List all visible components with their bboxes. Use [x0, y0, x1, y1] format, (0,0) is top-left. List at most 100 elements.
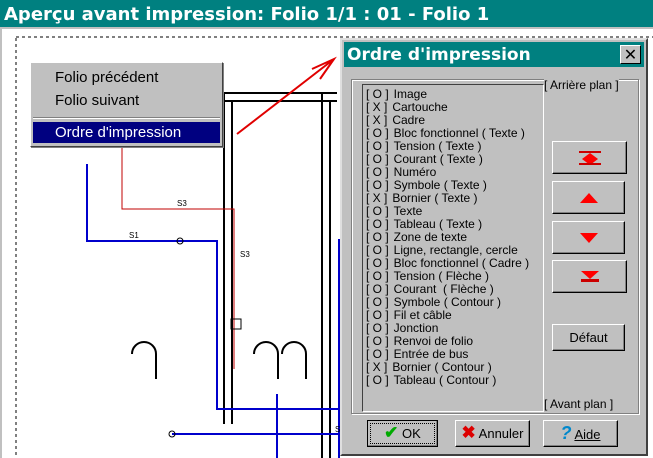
layer-list-item[interactable]: [ O ] Bloc fonctionnel ( Cadre )	[366, 257, 529, 270]
layer-label: Image	[393, 87, 428, 101]
layer-visibility-mark: [ O ]	[366, 282, 389, 296]
layer-visibility-mark: [ O ]	[366, 139, 389, 153]
layer-visibility-mark: [ X ]	[366, 100, 388, 114]
check-icon: ✔	[384, 423, 399, 442]
layer-label: Ligne, rectangle, cercle	[393, 243, 518, 257]
foreground-label: [ Avant plan ]	[544, 397, 614, 411]
layer-label: Symbole ( Texte )	[393, 178, 487, 192]
layer-visibility-mark: [ O ]	[366, 347, 389, 361]
layer-list-item[interactable]: [ O ]Numéro	[366, 166, 436, 179]
layer-label: Courant ( Texte )	[393, 152, 483, 166]
wire-label: S3	[240, 250, 250, 259]
default-label: Défaut	[569, 330, 608, 345]
layer-visibility-mark: [ O ]	[366, 334, 389, 348]
layer-list-item[interactable]: [ O ] Texte	[366, 205, 422, 218]
layer-label: Renvoi de folio	[393, 334, 474, 348]
background-label: [ Arrière plan ]	[544, 78, 619, 92]
layer-list-item[interactable]: [ O ] Fil et câble	[366, 309, 452, 322]
close-button[interactable]: ✕	[620, 45, 641, 64]
arrow-up-icon	[579, 193, 598, 203]
layer-visibility-mark: [ X ]	[366, 360, 388, 374]
layer-list-item[interactable]: [ O ] Courant ( Texte )	[366, 153, 483, 166]
layer-visibility-mark: [ O ]	[366, 256, 389, 270]
layer-visibility-mark: [ O ]	[366, 243, 389, 257]
layer-label: Tension ( Texte )	[393, 139, 482, 153]
layer-list-item[interactable]: [ O ] Zone de texte	[366, 231, 467, 244]
window-title-bar: Aperçu avant impression: Folio 1/1 : 01 …	[0, 0, 653, 29]
layer-list-item[interactable]: [ O ] Tension ( Flèche )	[366, 270, 489, 283]
menu-item-next-folio[interactable]: Folio suivant	[55, 92, 140, 109]
layer-list-item[interactable]: [ O ] Tension ( Texte )	[366, 140, 482, 153]
layer-label: Symbole ( Contour )	[393, 295, 502, 309]
help-button[interactable]: ? Aide	[543, 420, 618, 447]
menu-item-previous-folio[interactable]: Folio précédent	[55, 69, 159, 86]
layer-list-item[interactable]: [ O ]Tableau ( Contour )	[366, 374, 496, 387]
layer-label: Cartouche	[392, 100, 448, 114]
layer-visibility-mark: [ O ]	[366, 178, 389, 192]
layer-label: Entrée de bus	[393, 347, 469, 361]
layer-visibility-mark: [ X ]	[366, 191, 388, 205]
window-title: Aperçu avant impression: Folio 1/1 : 01 …	[4, 4, 490, 25]
move-bottom-icon	[580, 271, 599, 282]
layer-list-item[interactable]: [ X ] Cadre	[366, 114, 425, 127]
layer-label: Fil et câble	[393, 308, 452, 322]
layer-list-item[interactable]: [ O ] Symbole ( Texte )	[366, 179, 487, 192]
arrow-down-icon	[579, 233, 598, 243]
ok-button[interactable]: ✔ OK	[367, 420, 438, 447]
help-question-icon: ?	[560, 423, 572, 443]
layer-label: Jonction	[393, 321, 439, 335]
layer-label: Bornier ( Contour )	[392, 360, 492, 374]
menu-item-print-order[interactable]: Ordre d'impression	[33, 122, 220, 143]
layer-list-item[interactable]: [ O ] Image	[366, 88, 427, 101]
print-order-dialog: Ordre d'impression ✕ [ Arrière plan ] [ …	[340, 38, 648, 456]
move-to-bottom-button[interactable]	[552, 260, 627, 293]
layer-visibility-mark: [ O ]	[366, 126, 389, 140]
layer-list-item[interactable]: [ O ] Renvoi de folio	[366, 335, 473, 348]
layer-list-item[interactable]: [ O ] Ligne, rectangle, cercle	[366, 244, 518, 257]
layer-visibility-mark: [ X ]	[366, 113, 388, 127]
layer-visibility-mark: [ O ]	[366, 269, 389, 283]
layer-label: Bloc fonctionnel ( Texte )	[393, 126, 525, 140]
layer-label: Tension ( Flèche )	[393, 269, 490, 283]
layer-list-item[interactable]: [ O ] Jonction	[366, 322, 438, 335]
layer-visibility-mark: [ O ]	[366, 152, 389, 166]
page-border	[15, 36, 653, 458]
layer-label: Texte	[393, 204, 423, 218]
layer-list-item[interactable]: [ O ] Entrée de bus	[366, 348, 468, 361]
context-menu: Folio précédent Folio suivant Ordre d'im…	[30, 62, 223, 147]
layer-list-item[interactable]: [ O ] Courant ( Flèche )	[366, 283, 494, 296]
layer-list-item[interactable]: [ X ] Bornier ( Texte )	[366, 192, 478, 205]
wire-label: S3	[177, 199, 187, 208]
layer-list-item[interactable]: [ X ] Cartouche	[366, 101, 448, 114]
move-to-top-button[interactable]	[552, 141, 627, 174]
default-button[interactable]: Défaut	[552, 324, 625, 351]
layer-list-item[interactable]: [ O ] Bloc fonctionnel ( Texte )	[366, 127, 525, 140]
layer-label: Bloc fonctionnel ( Cadre )	[393, 256, 530, 270]
layer-label: Tableau ( Texte )	[393, 217, 483, 231]
layer-label: Cadre	[392, 113, 426, 127]
dialog-title-bar: Ordre d'impression ✕	[344, 42, 644, 67]
layer-visibility-mark: [ O ]	[366, 230, 389, 244]
move-up-button[interactable]	[552, 181, 625, 214]
layer-visibility-mark: [ O ]	[366, 373, 389, 387]
layer-label: Zone de texte	[393, 230, 468, 244]
ok-label: OK	[402, 426, 421, 441]
close-icon: ✕	[623, 45, 638, 64]
layer-visibility-mark: [ O ]	[366, 87, 389, 101]
layer-label: Numéro	[393, 165, 437, 179]
layer-list-item[interactable]: [ O ]Tableau ( Texte )	[366, 218, 482, 231]
cancel-button[interactable]: ✖ Annuler	[455, 420, 530, 447]
layer-list-item[interactable]: [ O ] Symbole ( Contour )	[366, 296, 501, 309]
layer-list-item[interactable]: [ X ] Bornier ( Contour )	[366, 361, 492, 374]
layer-label: Bornier ( Texte )	[392, 191, 478, 205]
move-down-button[interactable]	[552, 221, 625, 254]
layer-list[interactable]: [ O ]Image[ X ]Cartouche[ X ]Cadre[ O ]B…	[362, 84, 544, 412]
layer-visibility-mark: [ O ]	[366, 321, 389, 335]
layer-visibility-mark: [ O ]	[366, 295, 389, 309]
layer-label: Courant ( Flèche )	[393, 282, 494, 296]
wire-label: S	[335, 425, 340, 434]
help-label: Aide	[574, 427, 601, 442]
layer-visibility-mark: [ O ]	[366, 204, 389, 218]
move-top-icon	[578, 151, 601, 165]
layer-visibility-mark: [ O ]	[366, 308, 389, 322]
